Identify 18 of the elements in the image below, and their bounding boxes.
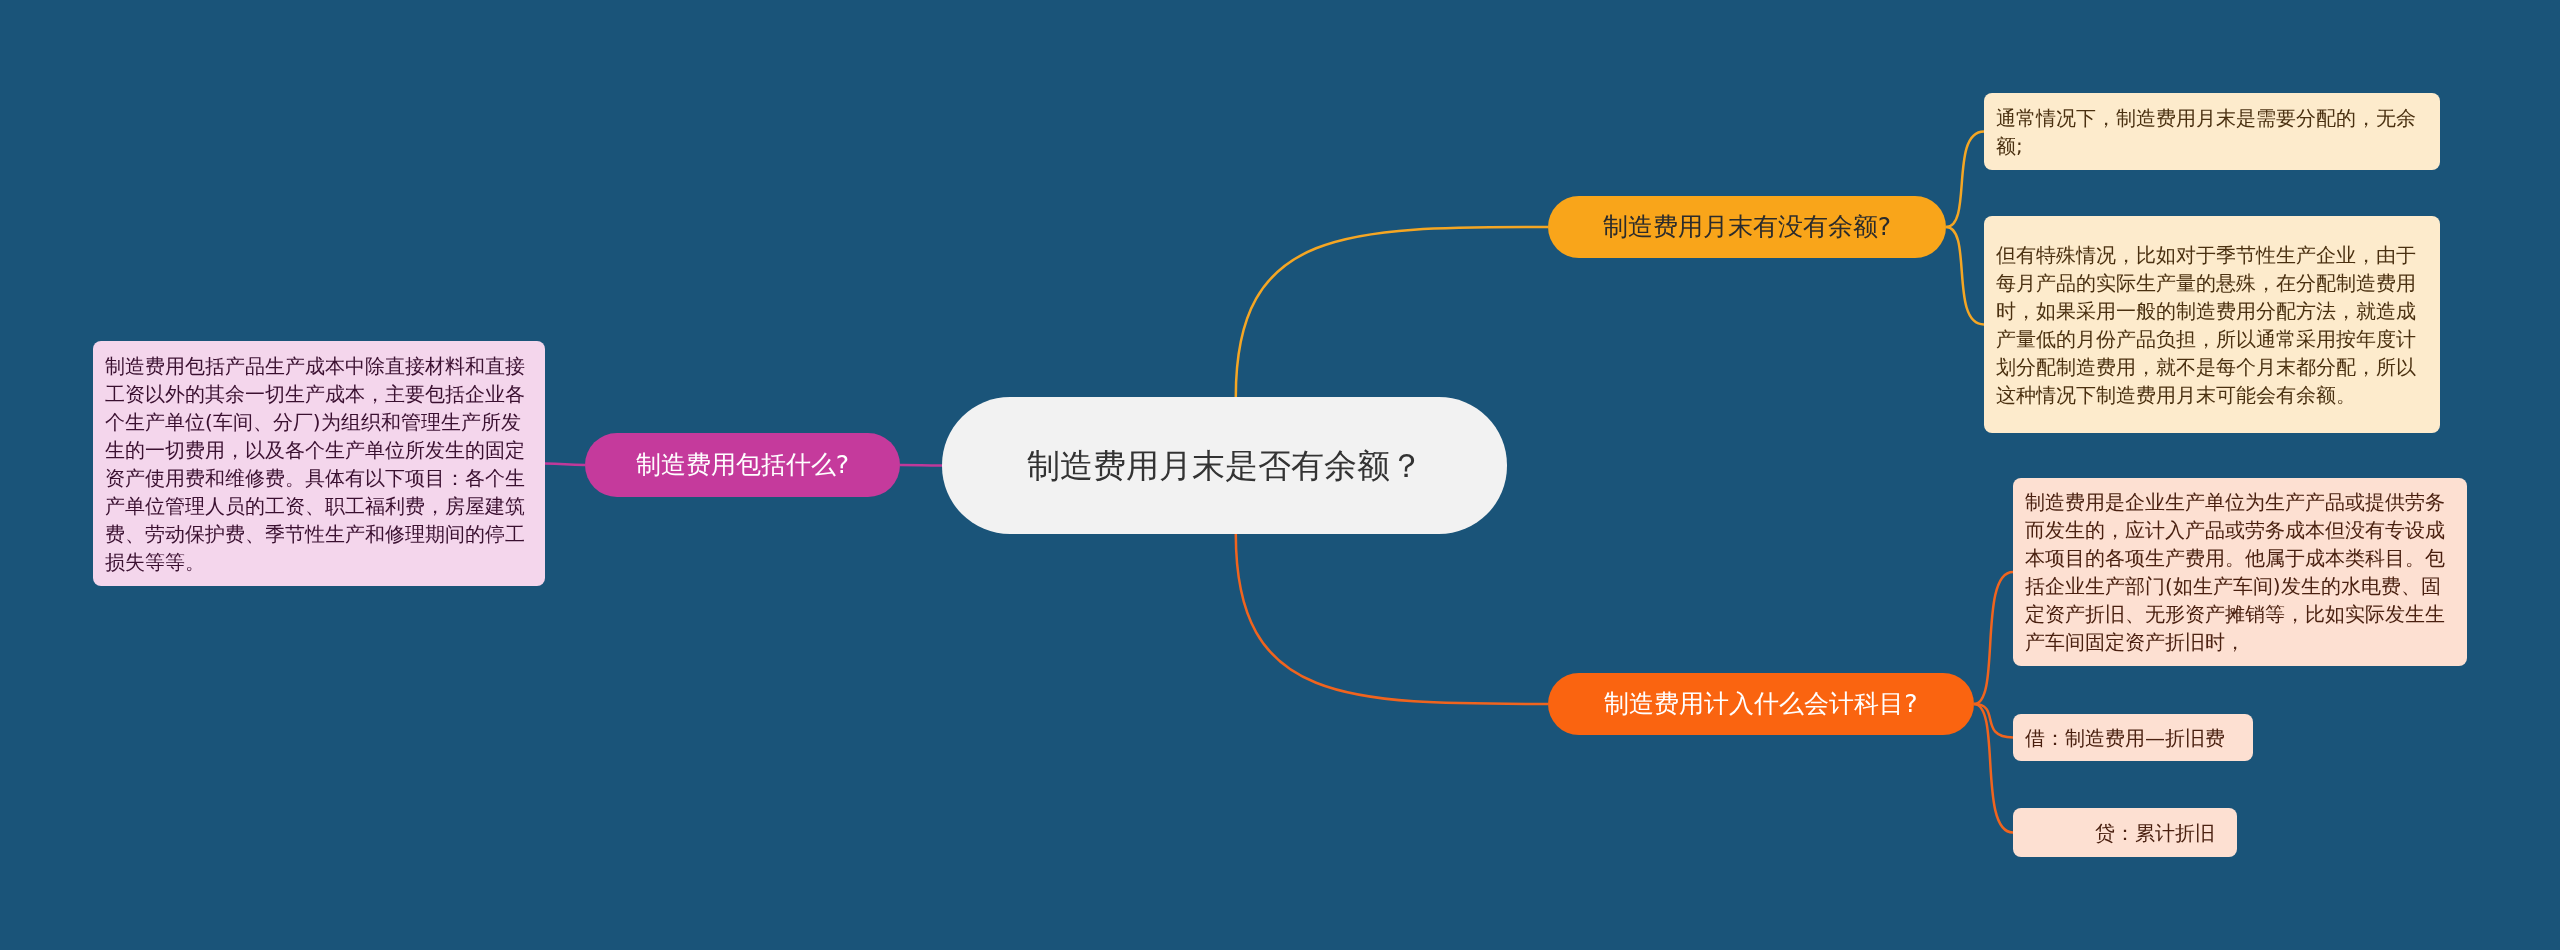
central-topic: 制造费用月末是否有余额？: [942, 397, 1507, 534]
connector-line: [1973, 702, 2014, 834]
branch-topic: 制造费用月末有没有余额?: [1548, 196, 1946, 258]
connector-line: [545, 462, 585, 467]
branch-topic: 制造费用包括什么?: [585, 433, 900, 497]
note-box: 借：制造费用—折旧费: [2013, 714, 2253, 761]
connector-line: [1945, 225, 1985, 326]
note-box: 通常情况下，制造费用月末是需要分配的，无余额;: [1984, 93, 2440, 170]
note-box: 贷：累计折旧: [2013, 808, 2237, 857]
connector-line: [1945, 130, 1985, 229]
connector-line: [1234, 225, 1548, 398]
note-box: 但有特殊情况，比如对于季节性生产企业，由于每月产品的实际生产量的悬殊，在分配制造费用时，如果采用一般的制造费用分配方法，就造成产量低的月份产品负担，所以通常采用按年度计划分配制造费用，就不是每个月末都分配，所以这种情况下制造费用月末可能会有余额。: [1984, 216, 2440, 433]
connector-line: [1973, 570, 2014, 706]
note-box: 制造费用包括产品生产成本中除直接材料和直接工资以外的其余一切生产成本，主要包括企业各个生产单位(车间、分厂)为组织和管理生产所发生的一切费用，以及各个生产单位所发生的固定资产使用费和维修费。具体有以下项目：各个生产单位管理人员的工资、职工福利费，房屋建筑费、劳动保护费、季节性生产和修理期间的停工损失等等。: [93, 341, 545, 586]
connector-line: [900, 463, 942, 467]
connector-line: [1234, 533, 1548, 706]
branch-topic: 制造费用计入什么会计科目?: [1548, 673, 1974, 735]
note-box: 制造费用是企业生产单位为生产产品或提供劳务而发生的，应计入产品或劳务成本但没有专设成本项目的各项生产费用。他属于成本类科目。包括企业生产部门(如生产车间)发生的水电费、固定资产折旧、无形资产摊销等，比如实际发生生产车间固定资产折旧时，: [2013, 478, 2467, 666]
